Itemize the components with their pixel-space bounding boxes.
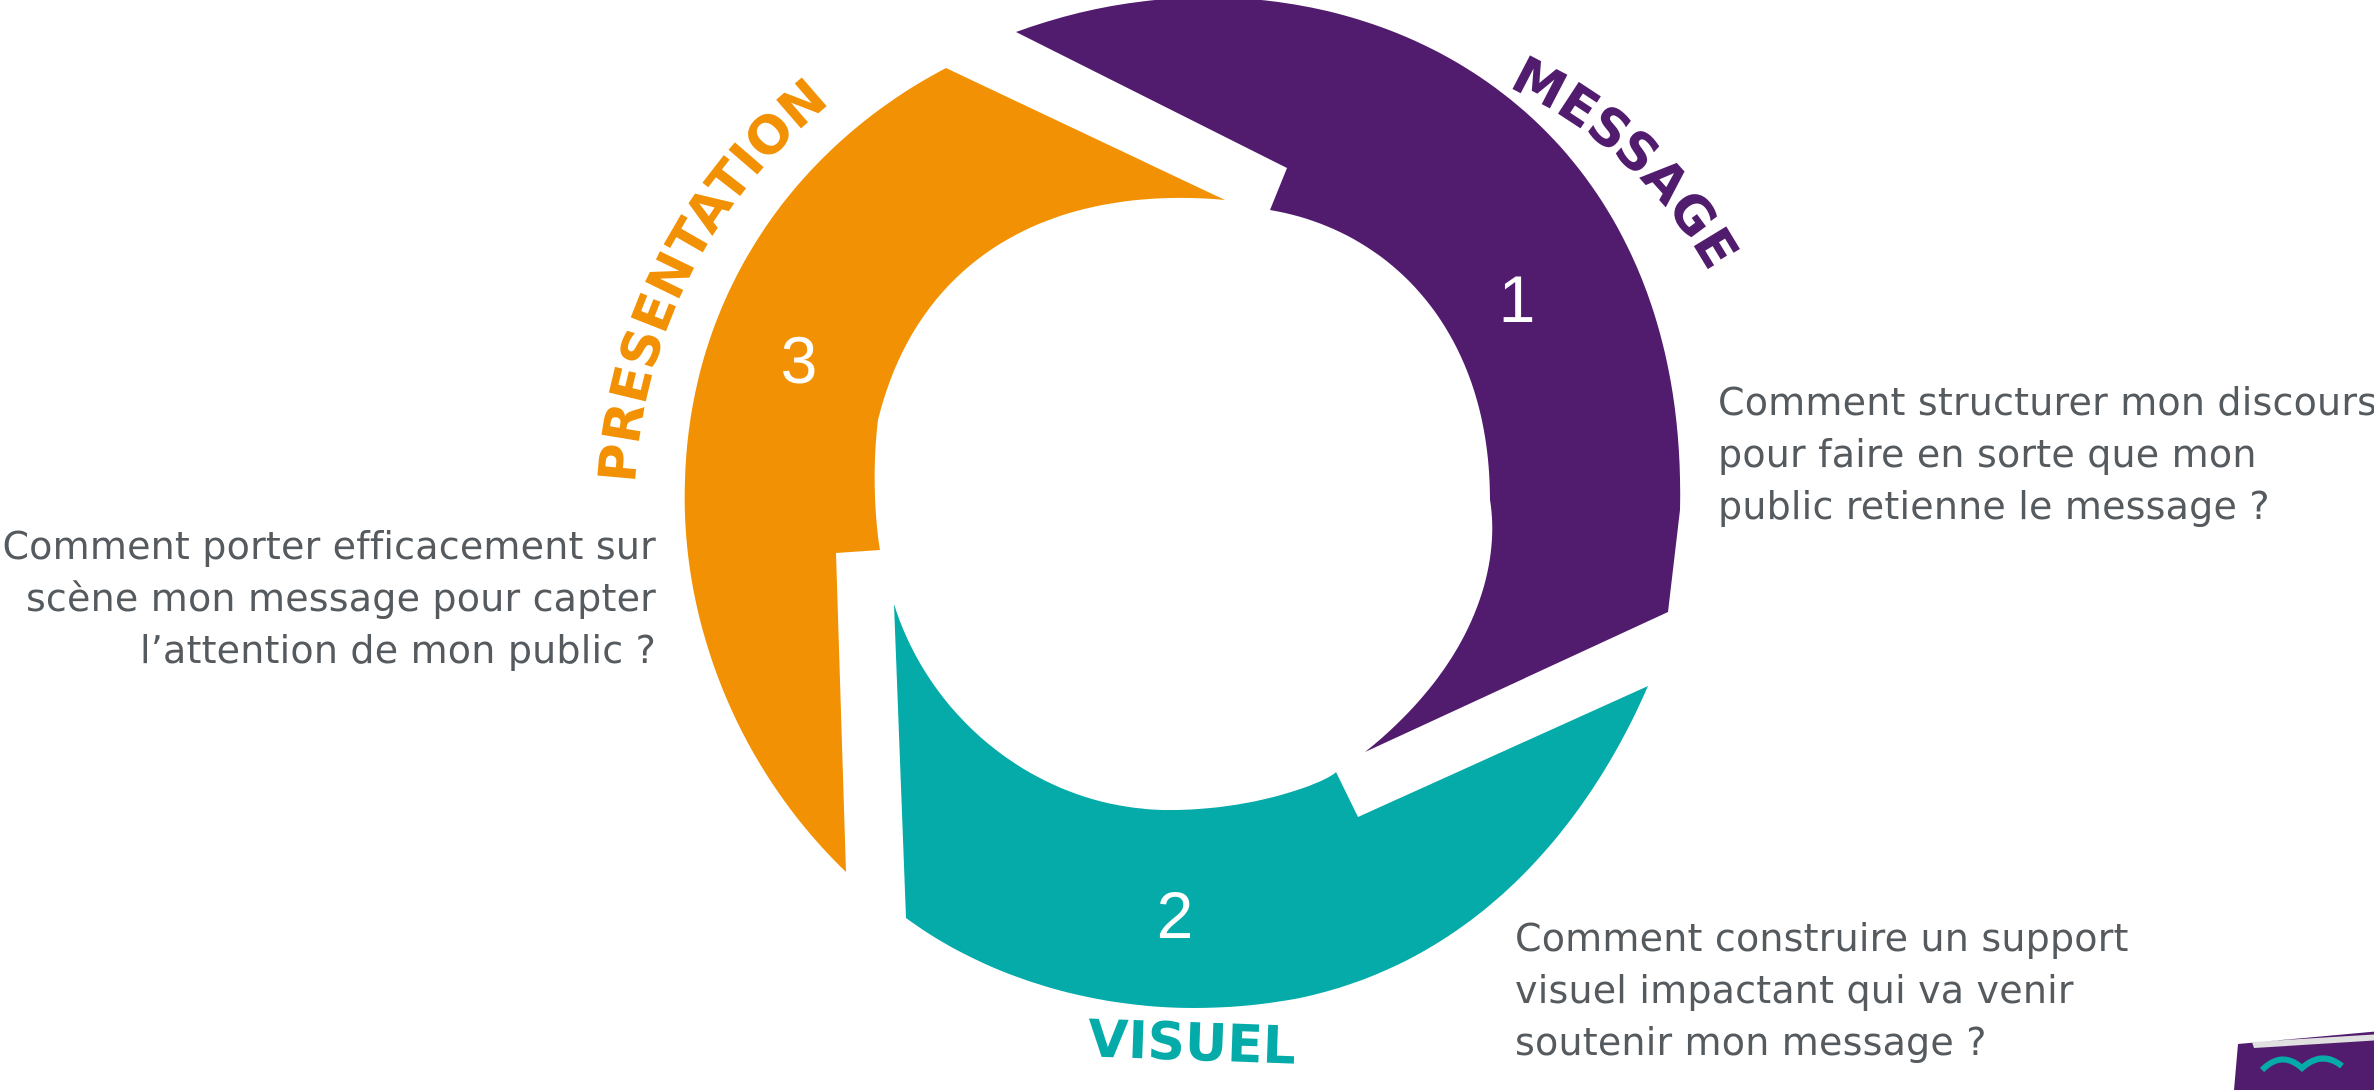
segment-number-visuel: 2 — [1157, 878, 1194, 952]
segment-title-visuel: VISUEL — [1087, 1009, 1297, 1067]
segment-presentation — [684, 68, 1225, 872]
description-message: Comment structurer mon discours pour fai… — [1718, 376, 2374, 532]
description-message-line: public retienne le message ? — [1718, 484, 2270, 528]
description-message-line: Comment structurer mon discours — [1718, 380, 2374, 424]
segment-message — [1016, 0, 1681, 752]
description-presentation-line: scène mon message pour capter — [25, 576, 656, 620]
description-presentation-line: Comment porter efficacement sur — [2, 524, 656, 568]
description-visuel: Comment construire un support visuel imp… — [1515, 912, 2129, 1068]
description-visuel-line: visuel impactant qui va venir — [1515, 968, 2074, 1012]
segment-number-message: 1 — [1499, 262, 1536, 336]
description-message-line: pour faire en sorte que mon — [1718, 432, 2257, 476]
description-visuel-line: Comment construire un support — [1515, 916, 2129, 960]
segment-visuel — [894, 604, 1648, 1008]
description-presentation: Comment porter efficacement sur scène mo… — [2, 520, 656, 676]
cycle-diagram: 1 2 3 MESSAGE PRESENTATION VISUEL — [588, 0, 1750, 1067]
corner-badge-logo — [2234, 1031, 2374, 1090]
description-presentation-line: l’attention de mon public ? — [139, 628, 656, 672]
segment-number-presentation: 3 — [781, 323, 818, 397]
description-visuel-line: soutenir mon message ? — [1515, 1020, 1987, 1064]
